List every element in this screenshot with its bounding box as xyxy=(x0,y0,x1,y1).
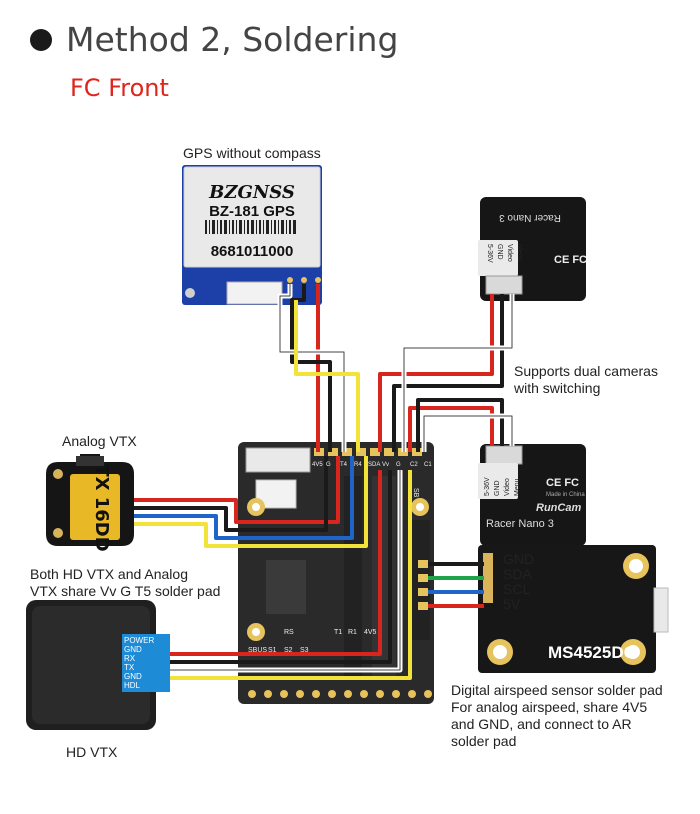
camera-bottom-pin-label: GND xyxy=(494,480,501,496)
camera-top-cert: CE FC xyxy=(554,254,587,266)
camera-bottom-pin-label: Menu xyxy=(514,478,521,496)
gps-barcode xyxy=(205,220,296,234)
fc-bottom-label: S3 xyxy=(300,647,309,654)
airspeed-note-line4: solder pad xyxy=(451,733,517,749)
camera-bottom-model: Racer Nano 3 xyxy=(486,518,554,530)
analog-vtx-module: TX 16DD xyxy=(46,454,134,552)
airspeed-wires xyxy=(428,562,484,608)
fc-bottom-label: 4V5 xyxy=(364,629,377,636)
gps-brand: BZGNSS xyxy=(208,182,295,203)
camera-wires xyxy=(378,294,515,452)
camera-bottom-pin-label: 5-36V xyxy=(484,477,491,496)
fc-bottom-label: T1 xyxy=(334,629,342,636)
airspeed-pin-scl: SCL xyxy=(503,581,531,597)
airspeed-pin-sda: SDA xyxy=(503,566,532,582)
title-bullet-icon xyxy=(30,29,52,51)
fc-top-pad-label: 4V5 xyxy=(312,462,323,468)
airspeed-pin-5v: 5V xyxy=(503,596,521,612)
hd-vtx-module xyxy=(26,600,170,730)
camera-top-pin-label: GND xyxy=(496,244,503,260)
airspeed-model: MS4525DO xyxy=(548,643,637,662)
fc-top-pad-label: R4 xyxy=(354,462,362,468)
camera-top-pin-label: 5-36V xyxy=(486,244,493,263)
gps-serial: 8681011000 xyxy=(211,243,294,260)
gps-module: BZGNSS BZ-181 GPS 8681011000 xyxy=(182,165,322,305)
fc-top-pad-label: G xyxy=(326,462,331,468)
camera-bottom-made-in: Made in China xyxy=(546,492,585,498)
hd-vtx-pin-power: POWER xyxy=(124,636,155,645)
camera-top: Racer Nano 3 CE FC xyxy=(478,197,587,301)
page-subtitle: FC Front xyxy=(70,74,169,102)
analog-vtx-note-line1: Both HD VTX and Analog xyxy=(30,566,188,582)
page-title: Method 2, Soldering xyxy=(66,20,399,59)
fc-top-pad-label: Vv xyxy=(382,462,389,468)
fc-bottom-label: S1 xyxy=(268,647,277,654)
cameras-note-line2: with switching xyxy=(514,380,601,396)
airspeed-note-line2: For analog airspeed, share 4V5 xyxy=(451,699,648,715)
fc-side-pads xyxy=(418,560,428,610)
camera-bottom: RunCam Racer Nano 3 CE FC Made in China xyxy=(478,444,586,546)
analog-vtx-brand: TX 16DD xyxy=(91,464,112,551)
fc-top-pad-label: C2 xyxy=(410,462,418,468)
analog-vtx-wires xyxy=(134,456,368,548)
analog-vtx-label: Analog VTX xyxy=(62,433,137,449)
fc-top-pad-label: G xyxy=(396,462,401,468)
cameras-note-line1: Supports dual cameras xyxy=(514,363,658,379)
camera-bottom-pin-label: Video xyxy=(504,478,511,496)
hd-vtx-pin-labels: POWER GND RX TX GND HDL xyxy=(124,636,170,690)
fc-bottom-label: S2 xyxy=(284,647,293,654)
hd-vtx-wires xyxy=(170,470,412,680)
airspeed-note-line1: Digital airspeed sensor solder pad xyxy=(451,682,663,698)
camera-top-pin-label: Menu xyxy=(516,244,523,262)
hd-vtx-pin-rx: RX xyxy=(124,654,136,663)
gps-wires xyxy=(277,284,360,452)
hd-vtx-pin-gnd: GND xyxy=(124,645,142,654)
camera-top-pin-label: Video xyxy=(506,244,513,262)
camera-bottom-cert: CE FC xyxy=(546,477,579,489)
airspeed-pin-gnd: GND xyxy=(503,551,535,567)
fc-bottom-label: SBUS xyxy=(248,647,267,654)
fc-side-pad-label: SB xyxy=(412,488,419,498)
camera-top-model: Racer Nano 3 xyxy=(499,212,561,223)
analog-vtx-note-line2: VTX share Vv G T5 solder pad xyxy=(30,583,221,599)
camera-bottom-brand: RunCam xyxy=(536,502,581,514)
hd-vtx-pin-hdl: HDL xyxy=(124,681,141,690)
fc-top-pad-label: C1 xyxy=(424,462,432,468)
fc-top-pad-label: SDA xyxy=(368,462,380,468)
gps-label: GPS without compass xyxy=(183,145,321,161)
airspeed-module: MS4525DO xyxy=(478,545,669,673)
gps-model: BZ-181 GPS xyxy=(209,203,295,220)
hd-vtx-pin-gnd-2: GND xyxy=(124,672,142,681)
airspeed-note-line3: and GND, and connect to AR xyxy=(451,716,632,732)
fc-bottom-label: R1 xyxy=(348,629,357,636)
hd-vtx-pin-tx: TX xyxy=(124,663,135,672)
hd-vtx-label: HD VTX xyxy=(66,744,118,760)
fc-bottom-pads xyxy=(248,690,432,698)
fc-top-pad-label: T4 xyxy=(340,462,348,468)
fc-bottom-label: RS xyxy=(284,629,294,636)
